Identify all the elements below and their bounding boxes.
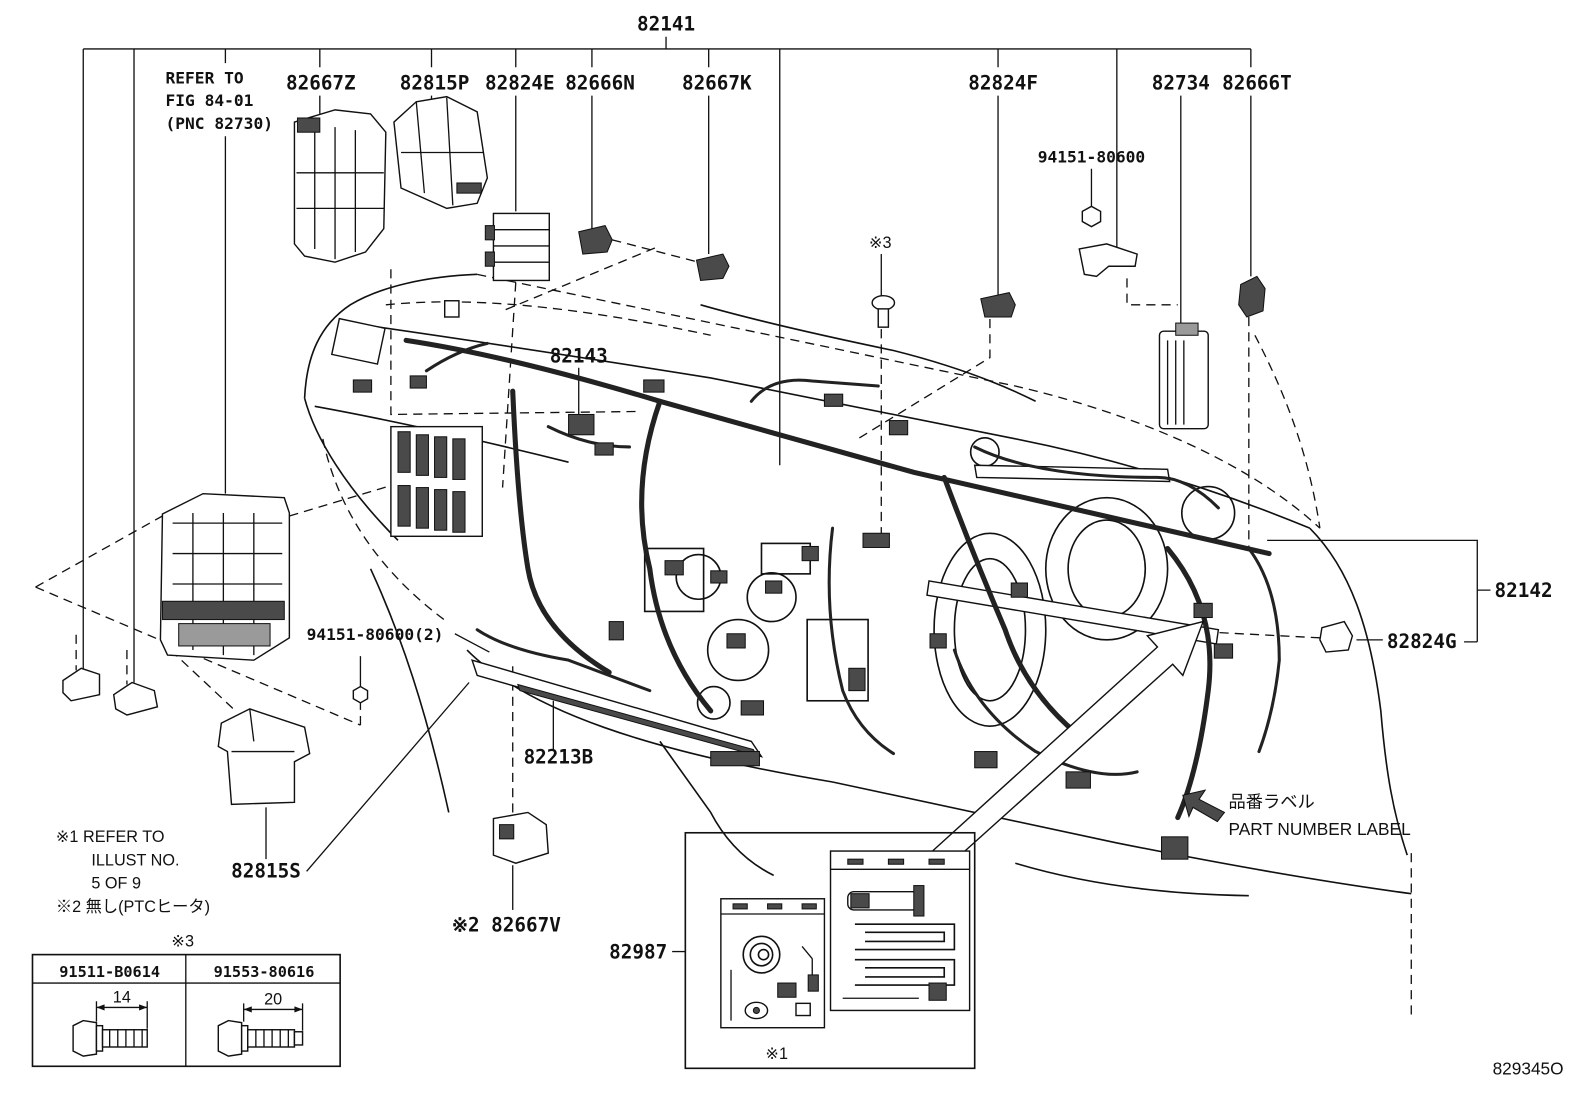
clip-82666T xyxy=(1238,275,1266,318)
label-82734: 82734 xyxy=(1152,72,1210,95)
bolt-table xyxy=(31,953,341,1068)
label-nut-upper: 94151-80600 xyxy=(1038,148,1146,167)
clip-left-1 xyxy=(62,667,101,702)
relay-cluster xyxy=(390,425,483,538)
label-82815S: 82815S xyxy=(231,859,301,882)
harness-connectors xyxy=(352,375,1234,860)
part-number-label-jp: 品番ラベル xyxy=(1229,791,1315,811)
label-pointer-arrow xyxy=(1182,789,1226,823)
footnote-1-line2: ILLUST NO. xyxy=(91,851,179,869)
main-harness-bracket xyxy=(82,36,1252,683)
gauge-openings xyxy=(643,542,869,720)
footnote-1-line3: 5 OF 9 xyxy=(91,875,141,893)
illustration-code: 829345O xyxy=(1493,1058,1564,1078)
refer-note-line1: REFER TO xyxy=(165,68,243,87)
label-82666T: 82666T xyxy=(1222,72,1292,95)
relay-82815P xyxy=(393,95,489,210)
connector-82824G xyxy=(1319,620,1354,653)
connector-82667Z xyxy=(293,109,387,263)
label-82824G: 82824G xyxy=(1387,630,1457,653)
bolt-length-1: 14 xyxy=(113,988,131,1006)
repair-kit-inset xyxy=(684,831,976,1070)
wire-harness xyxy=(403,337,1281,821)
connector-82143 xyxy=(568,413,595,436)
label-82987: 82987 xyxy=(609,941,667,964)
bolt-ref-upper xyxy=(871,294,896,328)
protector-82213B xyxy=(471,659,764,767)
label-82143: 82143 xyxy=(550,345,608,368)
refer-note-line2: FIG 84-01 xyxy=(165,91,253,110)
bolt-91511-icon xyxy=(72,1001,148,1057)
connector-82824E xyxy=(484,212,550,282)
ecu-82734 xyxy=(1158,322,1209,430)
part-number-label-en: PART NUMBER LABEL xyxy=(1229,819,1412,839)
bolt-91553-icon xyxy=(217,1003,304,1057)
label-kit-note: ※1 xyxy=(765,1045,788,1063)
label-82666N: 82666N xyxy=(565,72,635,95)
clip-82666N xyxy=(578,225,613,255)
kit-bag-1 xyxy=(720,898,826,1029)
junction-block-82730 xyxy=(159,492,291,661)
nut-lower xyxy=(352,685,369,704)
bolt-table-col-1: 91511-B0614 xyxy=(59,963,160,981)
label-82824E: 82824E xyxy=(485,72,555,95)
label-82824F: 82824F xyxy=(968,72,1038,95)
connector-82824F xyxy=(980,292,1016,318)
part-number-label-tag xyxy=(1161,836,1189,860)
clip-left-2 xyxy=(112,681,159,716)
leader-82815S xyxy=(265,682,470,872)
kit-bag-2 xyxy=(829,850,971,1012)
refer-note-line3: (PNC 82730) xyxy=(165,114,273,133)
relay-bracket-82815S xyxy=(217,708,311,806)
label-82667Z: 82667Z xyxy=(286,72,356,95)
connector-82667V xyxy=(492,811,550,864)
footnote-2: ※2 無し(PTCヒータ) xyxy=(56,898,210,916)
label-82213B: 82213B xyxy=(524,746,594,769)
footnote-1-line1: ※1 REFER TO xyxy=(56,828,165,846)
bracket-82142 xyxy=(1267,539,1491,643)
bolt-length-2: 20 xyxy=(264,990,282,1008)
label-nut-lower: 94151-80600(2) xyxy=(307,625,444,644)
bolt-table-col-2: 91553-80616 xyxy=(214,963,315,981)
group-label-82141: 82141 xyxy=(637,13,695,36)
label-82667K: 82667K xyxy=(682,72,752,95)
label-bolt-ref-upper: ※3 xyxy=(869,234,892,252)
bolt-table-ref: ※3 xyxy=(171,932,194,950)
dashed-guides xyxy=(35,239,1412,1016)
instrument-panel-outline xyxy=(303,273,1412,897)
label-82667V: ※2 82667V xyxy=(452,913,561,936)
bracket-upper xyxy=(1078,243,1138,278)
clip-82667K xyxy=(695,253,730,281)
leader-nut-lower xyxy=(359,633,490,687)
label-location-arrow xyxy=(915,620,1205,883)
nut-upper xyxy=(1081,205,1102,228)
label-82815P: 82815P xyxy=(400,72,470,95)
label-82142: 82142 xyxy=(1495,579,1553,602)
